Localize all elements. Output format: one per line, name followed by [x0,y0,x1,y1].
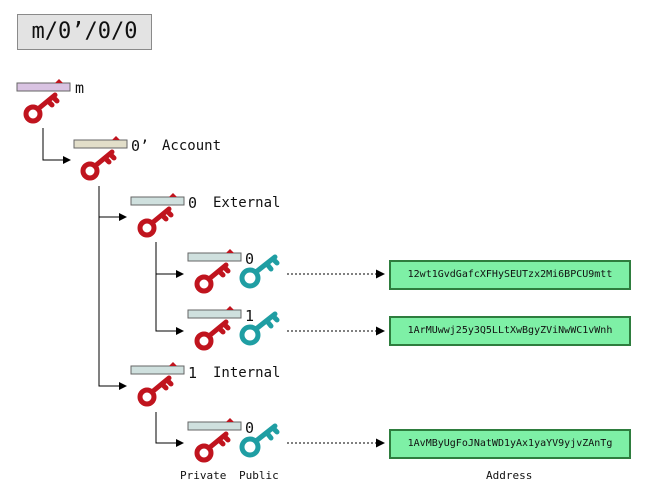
connector-external-1 [155,274,184,335]
footer-private-label: Private [180,469,227,482]
connector-internal-0 [155,412,184,447]
account-label: Account [162,138,222,154]
chain-code-bar [73,136,128,149]
private-key-icon [23,92,60,124]
connector-account-internal [98,217,127,390]
private-key-icon [137,375,174,407]
private-key-icon [194,319,231,351]
address-ext0: 12wt1GvdGafcXFHySEUTzx2Mi6BPCU9mtt [389,260,631,290]
public-key-icon [239,311,280,346]
root-label: m [75,79,85,97]
chain-code-bar [187,306,242,319]
derivation-path-box: m/0’/0/0 [17,14,152,50]
int0-index: 0 [245,419,255,437]
private-key-icon [194,431,231,463]
private-key-icon [137,206,174,238]
chain-code-bar [130,362,185,375]
chain-code-bar [130,193,185,206]
external-index: 0 [188,194,198,212]
ext1-index: 1 [245,307,255,325]
chain-code-bar [187,249,242,262]
private-key-icon [80,149,117,181]
internal-index: 1 [188,364,198,382]
public-key-icon [239,423,280,458]
address-ext1: 1ArMUwwj25y3Q5LLtXwBgyZViNwWC1vWnh [389,316,631,346]
ext0-index: 0 [245,250,255,268]
address-int0: 1AvMByUgFoJNatWD1yAx1yaYV9yjvZAnTg [389,429,631,459]
connector-root-account [42,128,71,164]
footer-public-label: Public [239,469,279,482]
public-key-icon [239,254,280,289]
external-label: External [213,195,281,211]
private-key-icon [194,262,231,294]
account-index: 0’ [131,137,150,155]
internal-label: Internal [213,365,281,381]
footer-address-label: Address [486,469,533,482]
chain-code-bar [16,79,71,92]
chain-code-bar [187,418,242,431]
